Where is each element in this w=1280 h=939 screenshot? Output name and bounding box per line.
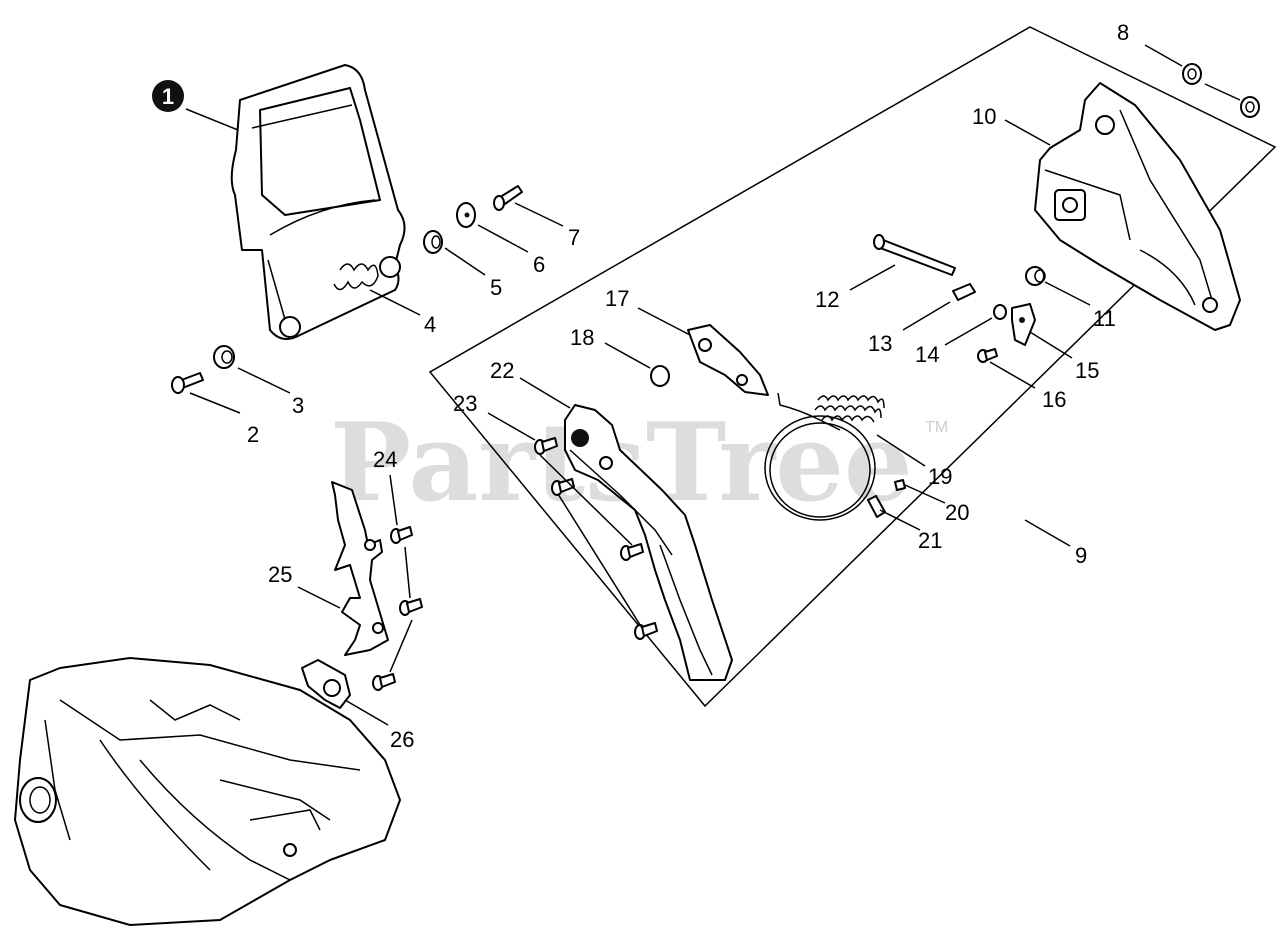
- callout-17[interactable]: 17: [605, 286, 629, 311]
- part-24-screw-c[interactable]: [372, 673, 396, 691]
- part-12-adjuster-screw[interactable]: [873, 234, 956, 276]
- part-7-bolt[interactable]: [493, 185, 523, 211]
- part-14-collar[interactable]: [993, 304, 1007, 320]
- part-23-screw-c[interactable]: [620, 543, 644, 561]
- part-4-spring[interactable]: [333, 263, 379, 291]
- leader-lines: [185, 44, 1241, 726]
- crankcase-housing: [14, 657, 401, 926]
- callout-6[interactable]: 6: [533, 252, 545, 277]
- callout-1-badge: 1: [152, 80, 184, 112]
- part-23-screw-b[interactable]: [551, 478, 575, 496]
- part-23-screw-a[interactable]: [534, 437, 558, 455]
- part-24-screw-b[interactable]: [399, 598, 423, 616]
- callout-18[interactable]: 18: [570, 325, 594, 350]
- part-22-brake-handle[interactable]: [564, 404, 733, 681]
- callout-8[interactable]: 8: [1117, 20, 1129, 45]
- part-26-chain-catcher[interactable]: [301, 659, 351, 709]
- callout-23[interactable]: 23: [453, 391, 477, 416]
- part-16-screw[interactable]: [977, 348, 998, 363]
- callout-21[interactable]: 21: [918, 528, 942, 553]
- callout-2[interactable]: 2: [247, 422, 259, 447]
- part-24-screw-a[interactable]: [390, 526, 413, 544]
- part-19-spring[interactable]: [814, 395, 885, 423]
- part-15-chain-catcher[interactable]: [1011, 303, 1036, 346]
- callout-5[interactable]: 5: [490, 275, 502, 300]
- assembly-outline-9: [428, 26, 1277, 708]
- part-13-adjuster-nut[interactable]: [952, 283, 976, 301]
- part-11-nut[interactable]: [1025, 266, 1046, 286]
- part-21-brake-band[interactable]: [764, 392, 886, 521]
- callout-9[interactable]: 9: [1075, 543, 1087, 568]
- part-6-washer[interactable]: [456, 202, 476, 228]
- watermark-trademark: TM: [925, 419, 948, 436]
- callout-25[interactable]: 25: [268, 562, 292, 587]
- callout-15[interactable]: 15: [1075, 358, 1099, 383]
- part-23-screw-d[interactable]: [634, 622, 658, 640]
- callout-10[interactable]: 10: [972, 104, 996, 129]
- callout-20[interactable]: 20: [945, 500, 969, 525]
- part-3-collar[interactable]: [213, 345, 235, 369]
- callout-13[interactable]: 13: [868, 331, 892, 356]
- part-20-pin[interactable]: [894, 479, 906, 491]
- callout-7[interactable]: 7: [568, 225, 580, 250]
- part-8-nut-b[interactable]: [1240, 96, 1260, 118]
- callout-1[interactable]: 1: [162, 84, 174, 109]
- part-17-brake-lever[interactable]: [687, 324, 769, 396]
- part-2-bolt[interactable]: [171, 372, 204, 394]
- callout-19[interactable]: 19: [928, 464, 952, 489]
- part-1-hand-guard[interactable]: [230, 64, 406, 340]
- callout-11[interactable]: 11: [1093, 306, 1116, 331]
- callout-22[interactable]: 22: [490, 358, 514, 383]
- callout-26[interactable]: 26: [390, 727, 414, 752]
- callout-4[interactable]: 4: [424, 312, 436, 337]
- callout-24[interactable]: 24: [373, 447, 397, 472]
- callout-12[interactable]: 12: [815, 287, 839, 312]
- callout-16[interactable]: 16: [1042, 387, 1066, 412]
- part-5-collar[interactable]: [423, 230, 443, 254]
- part-10-sprocket-cover[interactable]: [1034, 82, 1241, 331]
- part-25-bumper-spike[interactable]: [331, 481, 389, 656]
- callout-3[interactable]: 3: [292, 393, 304, 418]
- callout-14[interactable]: 14: [915, 342, 939, 367]
- part-8-nut-a[interactable]: [1182, 63, 1202, 85]
- callout-labels: 2 3 4 5 6 7 8 9 10 11 12 13 14 15 16 17 …: [247, 20, 1129, 752]
- part-18-collar[interactable]: [650, 365, 670, 387]
